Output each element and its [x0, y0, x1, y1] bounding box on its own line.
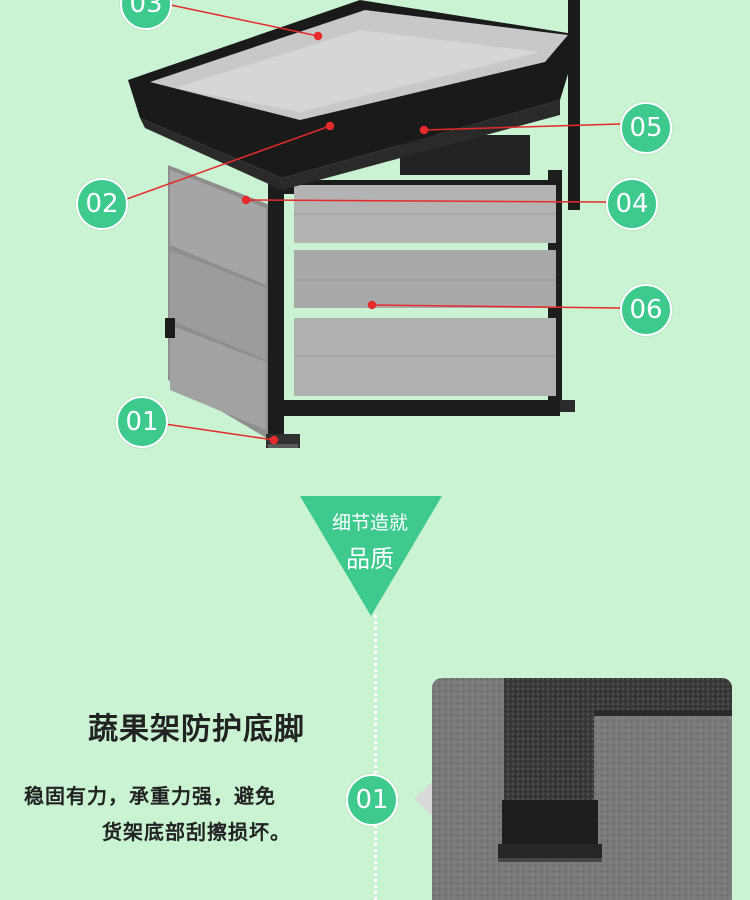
produce-shelf-illustration [128, 0, 580, 448]
banner-line-1: 细节造就 [331, 512, 408, 534]
callout-badge-06: 06 [620, 284, 672, 336]
callout-badge-04: 04 [606, 178, 658, 230]
callout-badge-02: 02 [76, 178, 128, 230]
foot-photo-image [432, 678, 732, 900]
detail-description-line-1: 稳固有力，承重力强，避免 [24, 784, 276, 808]
foot-detail-photo [432, 678, 732, 900]
callout-badge-01: 01 [116, 396, 168, 448]
callout-leader-lines [123, 3, 621, 445]
callout-badge-05: 05 [620, 102, 672, 154]
banner-line-2: 品质 [346, 545, 394, 573]
banner-triangle [300, 496, 442, 616]
detail-badge: 01 [346, 774, 398, 826]
detail-description-line-2: 货架底部刮擦损坏。 [102, 820, 291, 844]
dotted-divider [374, 615, 377, 900]
detail-heading: 蔬果架防护底脚 [88, 712, 305, 747]
photo-pointer [414, 782, 432, 816]
